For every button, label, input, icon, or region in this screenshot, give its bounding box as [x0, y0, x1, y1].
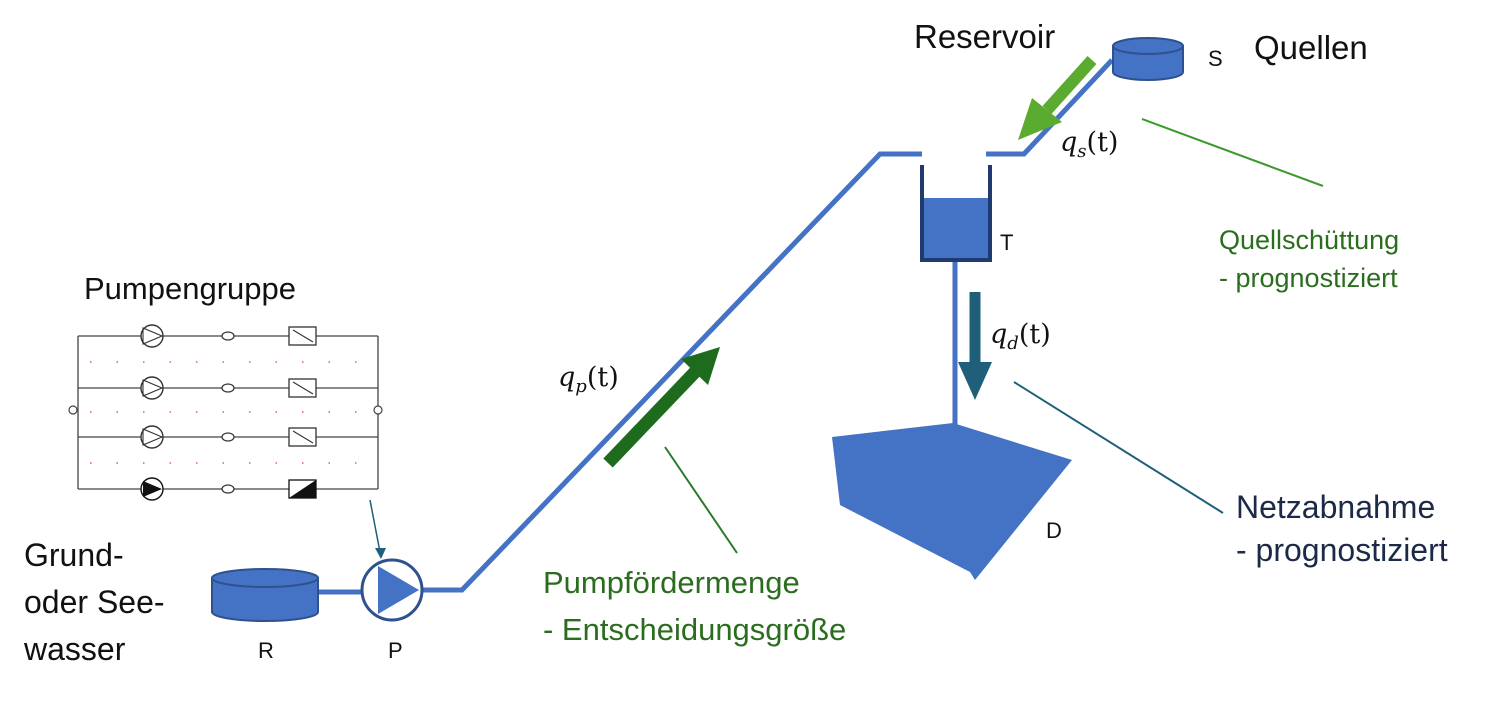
pump-group-pump-2-icon — [140, 376, 164, 400]
pump-p-icon — [360, 558, 424, 622]
qs-label: qs(t) — [1060, 127, 1118, 162]
p-label: P — [388, 638, 403, 663]
leader-network-demand — [1013, 381, 1224, 514]
pump-group-valve-icons — [221, 331, 235, 494]
spring-flow-label-line-1: Quellschüttung — [1219, 225, 1399, 255]
leader-pump-group-arrowhead — [375, 548, 386, 559]
leader-pump-flow — [664, 446, 738, 554]
leader-pump-group — [369, 499, 381, 553]
source-water-label-line-1: Grund- — [24, 537, 124, 573]
pipe-p-to-tank — [423, 151, 922, 593]
d-label: D — [1046, 518, 1062, 543]
reservoir-label: Reservoir — [914, 18, 1055, 55]
pump-group-pump-3-icon — [140, 425, 164, 449]
pump-group-motor-4-icon — [288, 479, 317, 499]
spring-flow-label-line-2: - prognostiziert — [1219, 263, 1398, 293]
s-label: S — [1208, 46, 1223, 71]
source-cylinder-s — [1112, 37, 1184, 81]
reservoir-r-cylinder — [211, 568, 319, 622]
leader-spring-flow — [1141, 118, 1324, 187]
sources-label: Quellen — [1254, 29, 1368, 66]
pump-group-motor-2-icon — [288, 378, 317, 398]
pump-group-pump-4-icon — [140, 477, 164, 501]
spring-flow-arrow — [1018, 55, 1097, 140]
t-label: T — [1000, 230, 1013, 255]
qp-label: qp(t) — [558, 362, 619, 397]
demand-area-d — [832, 423, 1072, 580]
demand-flow-arrow — [958, 292, 992, 400]
source-water-label-line-2: oder See- — [24, 584, 165, 620]
network-demand-label-line-1: Netzabnahme — [1236, 489, 1435, 525]
pump-group-motor-3-icon — [288, 427, 317, 447]
pump-group-schematic — [68, 324, 383, 501]
source-water-label-line-3: wasser — [23, 631, 126, 667]
pump-flow-label-line-1: Pumpfördermenge — [543, 565, 800, 600]
pipe-source-to-tank — [986, 58, 1114, 157]
qd-label: qd(t) — [990, 319, 1051, 354]
pump-group-pump-1-icon — [140, 324, 164, 348]
pump-group-motor-1-icon — [288, 326, 317, 346]
network-demand-label-line-2: - prognostiziert — [1236, 532, 1448, 568]
pump-group-title: Pumpengruppe — [84, 271, 296, 306]
pump-flow-label-line-2: - Entscheidungsgröße — [543, 612, 846, 647]
tank-t — [920, 165, 992, 262]
r-label: R — [258, 638, 274, 663]
leader-lines — [369, 118, 1324, 559]
pump-flow-arrow — [603, 347, 720, 468]
pipes — [318, 58, 1114, 595]
